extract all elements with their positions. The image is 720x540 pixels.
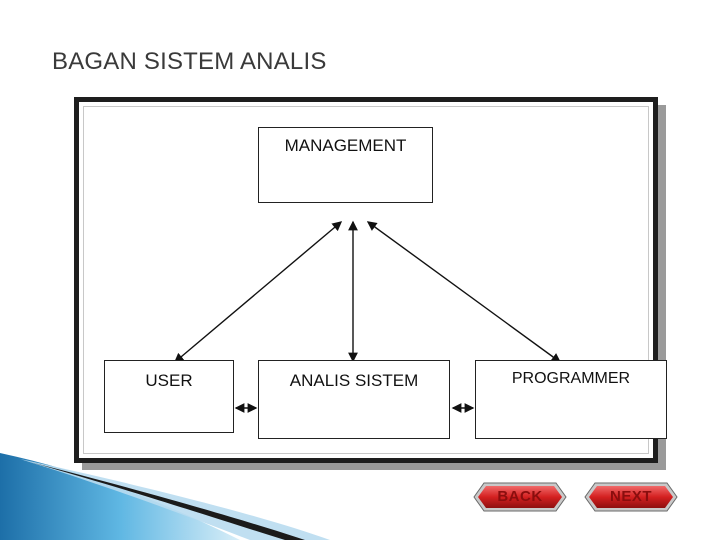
- back-button[interactable]: BACK: [472, 481, 568, 513]
- node-user-label: USER: [145, 371, 193, 390]
- swoosh-dark-band: [30, 462, 305, 540]
- edge-management-programmer: [366, 221, 562, 363]
- decorative-swoosh: [0, 453, 330, 540]
- slide-title: BAGAN SISTEM ANALIS: [52, 48, 327, 75]
- back-button-shape: [473, 482, 567, 512]
- next-button-label: NEXT: [609, 488, 652, 505]
- edge-management-user: [173, 221, 343, 363]
- node-programmer-label: PROGRAMMER: [511, 370, 631, 387]
- diagram-frame-inner-border: [83, 106, 649, 454]
- swoosh-light-band: [20, 459, 330, 540]
- swoosh-blue-band: [0, 453, 240, 540]
- back-button-label: BACK: [497, 488, 543, 505]
- node-user: USER: [104, 360, 234, 433]
- node-programmer: PROGRAMMER: [475, 360, 667, 439]
- node-analis-sistem: ANALIS SISTEM: [258, 360, 450, 439]
- node-analis-sistem-label: ANALIS SISTEM: [289, 371, 419, 390]
- next-button-shape: [584, 482, 678, 512]
- node-management-label: MANAGEMENT: [284, 136, 407, 155]
- node-management: MANAGEMENT: [258, 127, 433, 203]
- next-button[interactable]: NEXT: [583, 481, 679, 513]
